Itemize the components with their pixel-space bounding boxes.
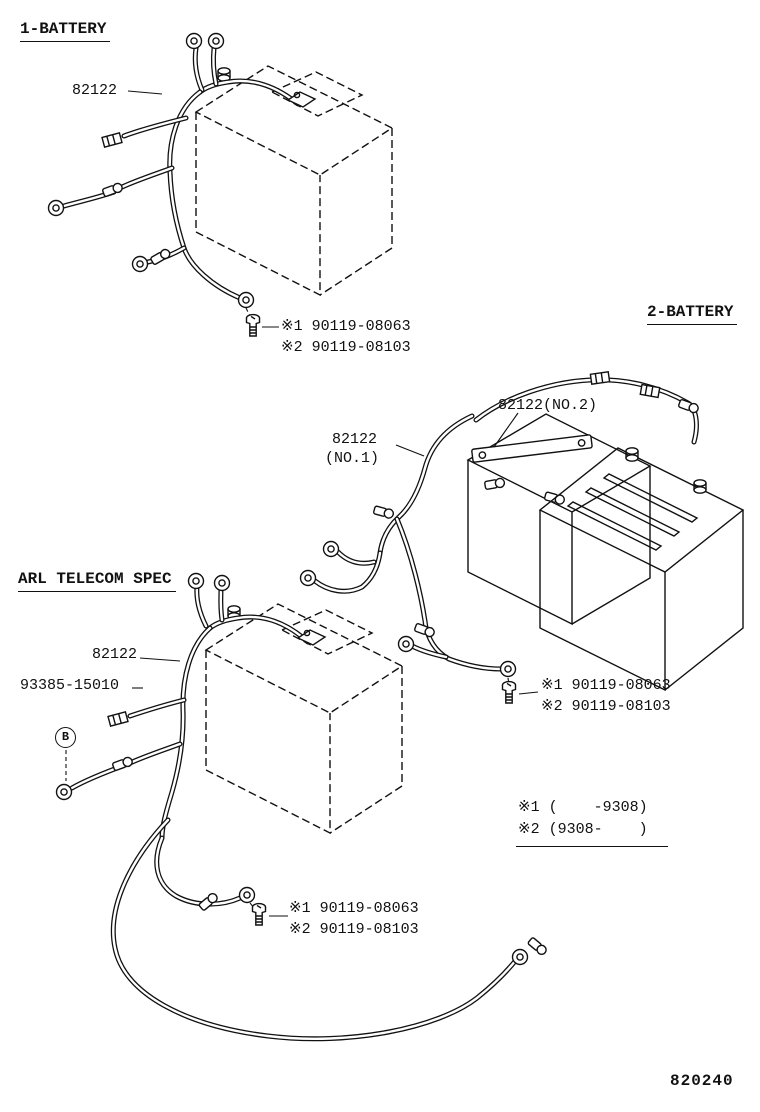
bolt2-icon <box>501 677 539 704</box>
battery1-drawing <box>194 65 394 297</box>
leader-82122-no2 <box>493 412 519 448</box>
bolt1-icon <box>245 307 279 337</box>
leader-82122-no1 <box>395 444 425 457</box>
leader-82122-1 <box>127 90 163 95</box>
battery-terminal-symbol: B <box>55 727 76 748</box>
bolt-note-s1-1: ※1 90119-08063 <box>281 318 411 335</box>
bolt-note-s2-1: ※1 90119-08063 <box>541 677 671 694</box>
leader-82122-3 <box>139 657 181 662</box>
part-label-82122-s3: 82122 <box>92 646 138 663</box>
battery2-right-drawing <box>538 447 745 692</box>
date-code-legend: ※1 ( -9308) ※2 (9308- ) <box>516 797 668 847</box>
harness2-drawing <box>299 371 701 678</box>
part-label-82122-no2: 82122(NO.2) <box>498 397 598 414</box>
part-label-82122-no1-line1: 82122 <box>332 431 378 448</box>
bolt-note-s2-2: ※2 90119-08103 <box>541 698 671 715</box>
section1-title: 1-BATTERY <box>20 20 111 42</box>
bolt-note-s1-2: ※2 90119-08103 <box>281 339 411 356</box>
battery2-left-drawing <box>466 413 652 626</box>
bolt3-icon <box>249 902 288 926</box>
legend-line-2: ※2 (9308- ) <box>518 821 648 838</box>
harness1-82122-drawing <box>47 32 317 309</box>
part-label-82122-no1-line2: (NO.1) <box>325 450 380 467</box>
section2-title: 2-BATTERY <box>647 303 738 325</box>
legend-line-1: ※1 ( -9308) <box>518 799 648 816</box>
bolt-note-s3-2: ※2 90119-08103 <box>289 921 419 938</box>
part-label-93385-15010: 93385-15010 <box>20 677 120 694</box>
figure-number: 820240 <box>670 1072 734 1090</box>
part-label-82122-s1: 82122 <box>72 82 118 99</box>
harness3-82122-drawing <box>55 572 549 1039</box>
section3-title: ARL TELECOM SPEC <box>18 570 176 592</box>
bolt-note-s3-1: ※1 90119-08063 <box>289 900 419 917</box>
battery3-drawing <box>204 603 404 835</box>
